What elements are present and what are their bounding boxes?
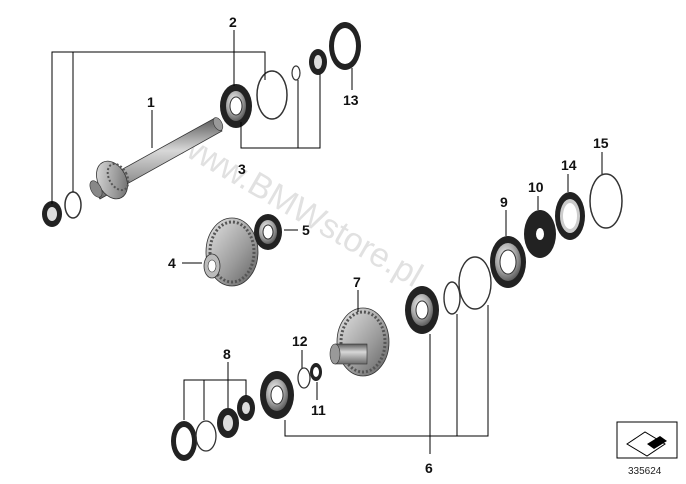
callout-8: 8 (223, 346, 231, 362)
part-15-circlip (589, 173, 623, 229)
callout-11: 11 (311, 402, 326, 418)
part-1-shaft (89, 117, 224, 200)
callout-15: 15 (593, 135, 609, 151)
callout-12: 12 (292, 333, 308, 349)
callout-10: 10 (528, 179, 544, 195)
part-bearing-small-left (42, 201, 62, 227)
callout-5: 5 (302, 222, 310, 238)
part-5-bearing (254, 214, 282, 250)
part-10-disc (524, 210, 556, 258)
part-snap-ring-left (64, 191, 82, 219)
part-8-seal (171, 421, 197, 461)
callout-7: 7 (353, 274, 361, 290)
part-small-ring (291, 65, 301, 81)
part-8-bearing-2 (237, 395, 255, 421)
part-ring-b (458, 256, 492, 310)
part-14-seal (555, 192, 585, 240)
part-11-ring (310, 363, 322, 381)
part-snap-ring-2 (256, 70, 288, 120)
leader-lines (51, 30, 603, 454)
callout-14: 14 (561, 157, 577, 173)
callout-3: 3 (238, 161, 246, 177)
part-8-bearing (217, 408, 239, 438)
part-4-gear (203, 217, 259, 287)
part-6-bearing (405, 286, 439, 334)
callout-1: 1 (147, 94, 155, 110)
callout-4: 4 (168, 255, 176, 271)
part-ring-a (443, 281, 461, 315)
callout-labels: 1 2 3 4 5 6 7 8 9 10 11 12 13 14 15 (147, 14, 609, 476)
callout-9: 9 (500, 194, 508, 210)
part-2-bearing (220, 84, 252, 128)
part-large-bearing-lower (260, 371, 294, 419)
part-9-bearing (490, 236, 526, 288)
part-7-gear-shaft (329, 307, 390, 377)
callout-6: 6 (425, 460, 433, 476)
arrow-icon (626, 431, 667, 457)
part-13-seal (329, 22, 361, 70)
part-small-bearing (309, 49, 327, 75)
callout-2: 2 (229, 14, 237, 30)
reference-box: 335624 (616, 421, 678, 477)
callout-13: 13 (343, 92, 359, 108)
part-8-ring (195, 420, 217, 452)
part-12-ring (297, 367, 311, 389)
reference-number: 335624 (628, 466, 662, 477)
